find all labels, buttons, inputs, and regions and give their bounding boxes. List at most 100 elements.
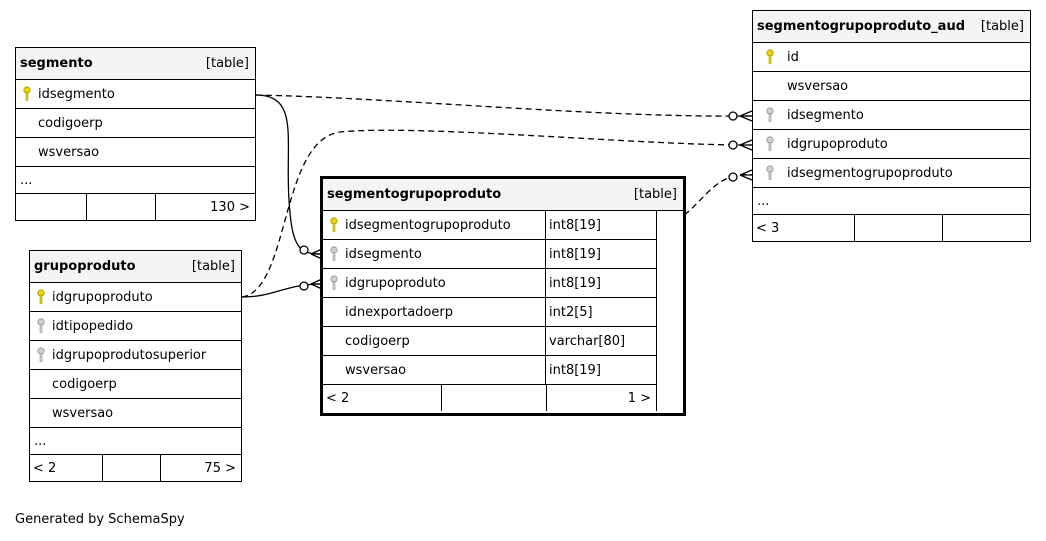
table-header: segmentogrupoproduto [table] — [323, 179, 683, 211]
column-row[interactable]: wsversao — [30, 399, 241, 428]
table-header: segmentogrupoproduto_aud [table] — [753, 11, 1030, 43]
children-count: 75 > — [160, 455, 241, 481]
generated-by-credit: Generated by SchemaSpy — [15, 512, 185, 527]
column-name: codigoerp — [52, 376, 117, 392]
column-name: idnexportadoerp — [345, 304, 453, 320]
key-icon — [753, 49, 787, 65]
children-count: 130 > — [155, 194, 255, 220]
table-footer: 130 > — [16, 194, 255, 220]
foreign-key-icon — [323, 246, 345, 262]
column-row[interactable]: idgrupoprodutosuperior — [30, 341, 241, 370]
link-grupoproduto-sgp — [241, 283, 323, 298]
column-row[interactable]: idsegmentogrupoproduto int8[19] — [323, 211, 657, 240]
optional-marker — [728, 111, 738, 121]
column-name: idsegmentogrupoproduto — [787, 165, 953, 181]
table-name: segmentogrupoproduto_aud — [757, 19, 966, 34]
optional-marker — [299, 281, 309, 291]
more-columns: ... — [30, 428, 241, 455]
parents-count: < 2 — [326, 390, 350, 406]
table-segmentogrupoproduto[interactable]: segmentogrupoproduto [table] idsegmentog… — [320, 176, 686, 416]
column-name: wsversao — [38, 144, 100, 160]
column-row[interactable]: idsegmento int8[19] — [323, 240, 657, 269]
table-name: grupoproduto — [34, 259, 136, 274]
table-grupoproduto[interactable]: grupoproduto [table] idgrupoproduto idti… — [29, 250, 242, 482]
table-segmentogrupoproduto-aud[interactable]: segmentogrupoproduto_aud [table] id wsve… — [752, 10, 1031, 242]
column-name: idgrupoproduto — [787, 136, 888, 152]
column-name: idgrupoprodutosuperior — [52, 347, 207, 363]
parents-count: < 2 — [33, 460, 57, 476]
optional-marker — [728, 140, 738, 150]
table-footer: < 2 75 > — [30, 455, 241, 481]
table-header: segmento [table] — [16, 48, 255, 80]
column-row[interactable]: idsegmento — [753, 101, 1030, 130]
columns-block: idsegmentogrupoproduto int8[19] idsegmen… — [323, 211, 657, 411]
column-type: int8[19] — [545, 240, 656, 268]
column-row[interactable]: idnexportadoerp int2[5] — [323, 298, 657, 327]
rows-count — [86, 194, 155, 220]
column-name: codigoerp — [345, 333, 410, 349]
rows-count — [854, 215, 942, 241]
parents-count: < 3 — [756, 220, 780, 236]
table-kind: [table] — [191, 259, 235, 274]
foreign-key-icon — [30, 347, 52, 363]
column-type: varchar[80] — [545, 327, 656, 355]
table-footer: < 3 — [753, 215, 1030, 241]
table-header: grupoproduto [table] — [30, 251, 241, 283]
more-columns: ... — [753, 188, 1030, 215]
rows-count — [102, 455, 160, 481]
foreign-key-icon — [30, 318, 52, 334]
foreign-key-icon — [323, 275, 345, 291]
table-footer: < 2 1 > — [323, 385, 657, 411]
optional-marker — [299, 245, 309, 255]
column-row[interactable]: wsversao — [16, 138, 255, 167]
column-name: codigoerp — [38, 115, 103, 131]
children-count: 1 > — [546, 385, 656, 411]
link-grupoproduto-aud — [241, 129, 753, 298]
column-type: int8[19] — [545, 211, 656, 239]
table-kind: [table] — [205, 56, 249, 71]
column-name: id — [787, 49, 799, 65]
table-segmento[interactable]: segmento [table] idsegmento codigoerp ws… — [15, 47, 256, 221]
crows-foot — [739, 169, 753, 181]
column-row[interactable]: id — [753, 43, 1030, 72]
key-icon — [16, 86, 38, 102]
column-row[interactable]: idgrupoproduto — [30, 283, 241, 312]
parents-count — [16, 194, 86, 220]
column-row[interactable]: codigoerp — [30, 370, 241, 399]
column-row[interactable]: wsversao — [753, 72, 1030, 101]
column-name: wsversao — [345, 362, 407, 378]
column-name: idsegmentogrupoproduto — [345, 217, 511, 233]
column-row[interactable]: idsegmento — [16, 80, 255, 109]
column-row[interactable]: wsversao int8[19] — [323, 356, 657, 385]
table-kind: [table] — [633, 187, 677, 202]
column-row[interactable]: idgrupoproduto int8[19] — [323, 269, 657, 298]
column-name: idgrupoproduto — [345, 275, 446, 291]
column-name: idtipopedido — [52, 318, 134, 334]
optional-marker — [728, 172, 738, 182]
crows-foot — [739, 139, 753, 151]
key-icon — [30, 289, 52, 305]
column-name: wsversao — [52, 405, 114, 421]
column-row[interactable]: idtipopedido — [30, 312, 241, 341]
link-segmento-aud — [255, 94, 753, 117]
column-type: int8[19] — [545, 356, 656, 384]
column-name: idsegmento — [38, 86, 115, 102]
column-type: int2[5] — [545, 298, 656, 326]
column-name: idsegmento — [787, 107, 864, 123]
key-icon — [323, 217, 345, 233]
link-segmento-sgp — [255, 94, 323, 255]
more-columns: ... — [16, 167, 255, 194]
table-name: segmentogrupoproduto — [327, 187, 502, 202]
column-row[interactable]: codigoerp — [16, 109, 255, 138]
foreign-key-icon — [753, 165, 787, 181]
rows-count — [441, 385, 546, 411]
foreign-key-icon — [753, 107, 787, 123]
column-name: idgrupoproduto — [52, 289, 153, 305]
column-row[interactable]: codigoerp varchar[80] — [323, 327, 657, 356]
column-name: idsegmento — [345, 246, 422, 262]
children-count — [942, 215, 1030, 241]
column-row[interactable]: idsegmentogrupoproduto — [753, 159, 1030, 188]
foreign-key-icon — [753, 136, 787, 152]
column-row[interactable]: idgrupoproduto — [753, 130, 1030, 159]
